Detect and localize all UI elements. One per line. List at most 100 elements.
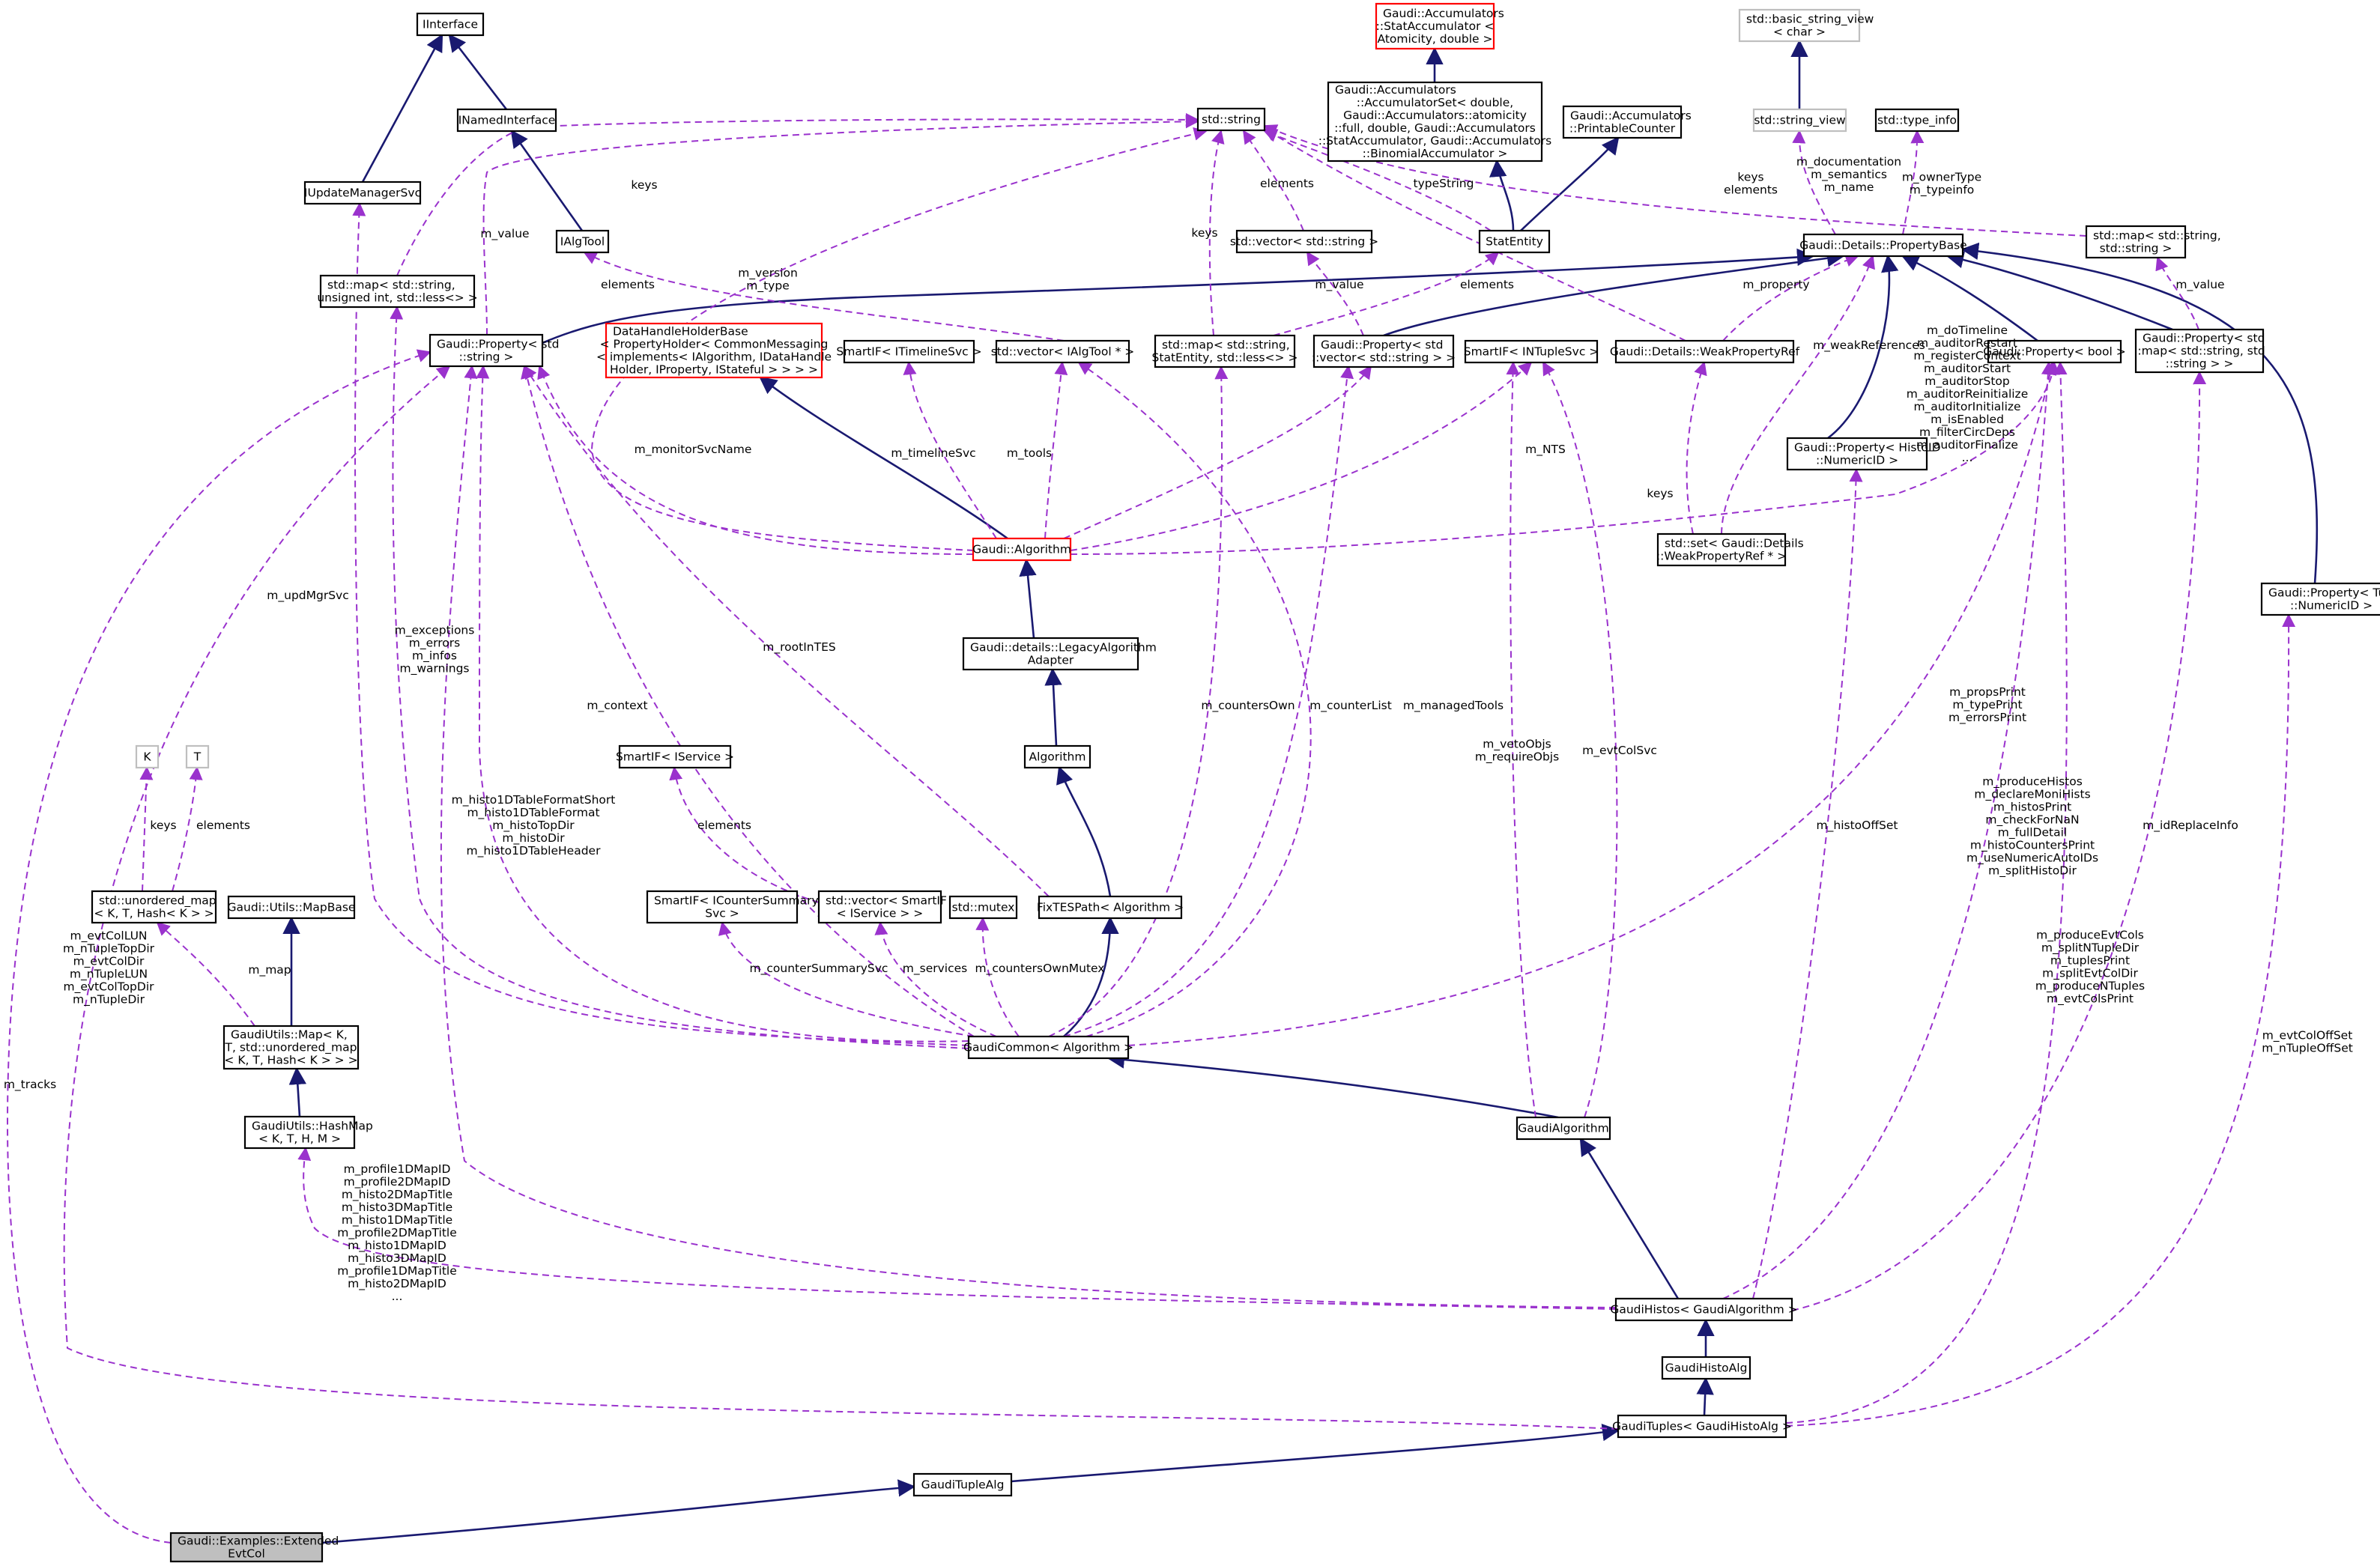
node-type-info[interactable]: std::type_info bbox=[1874, 108, 1960, 133]
node-mapbase[interactable]: Gaudi::Utils::MapBase bbox=[228, 895, 356, 920]
node-label: std::vector< std::string > bbox=[1230, 235, 1378, 249]
node-box bbox=[416, 12, 485, 37]
node-gaudihistoalg[interactable]: GaudiHistoAlg bbox=[1661, 1356, 1751, 1380]
node-box bbox=[995, 339, 1130, 364]
inherit-edge-GaudiAlgorithm-to-GaudiCommon bbox=[1106, 1051, 1559, 1119]
node-gaudihistos[interactable]: GaudiHistos< GaudiAlgorithm > bbox=[1610, 1297, 1798, 1322]
node-label: FixTESPath< Algorithm > bbox=[1037, 901, 1184, 914]
usage-edge-Gaudi_Algorithm-to-SmartIF_INTupleSvc bbox=[1070, 361, 1533, 551]
node-printablecounter[interactable]: Gaudi::Accumulators::PrintableCounter bbox=[1562, 105, 1692, 139]
edge-label-elements-map-statentity: elements bbox=[1460, 278, 1514, 291]
node-smartif-itimelinesvc[interactable]: SmartIF< ITimelineSvc > bbox=[836, 339, 982, 364]
node-property-vector-string[interactable]: Gaudi::Property< std::vector< std::strin… bbox=[1312, 334, 1456, 368]
node-label: Gaudi::Utils::MapBase bbox=[228, 901, 356, 914]
node-box bbox=[1614, 339, 1795, 364]
node-label: StatEntity bbox=[1486, 235, 1543, 249]
node-hashmap[interactable]: GaudiUtils::HashMap< K, T, H, M > bbox=[243, 1115, 373, 1150]
node-datahandleholderbase[interactable]: DataHandleHolderBase< PropertyHolder< Co… bbox=[596, 322, 832, 379]
node-smartif-intuplesvc[interactable]: SmartIF< INTupleSvc > bbox=[1464, 339, 1599, 364]
node-map-string-uint[interactable]: std::map< std::string,unsigned int, std:… bbox=[317, 274, 478, 309]
usage-edge-map_StatEntity-to-StatEntity bbox=[1273, 251, 1500, 336]
usage-edge-GaudiCommon-to-SmartIF_ICounterSummarySvc bbox=[718, 921, 975, 1037]
edge-label-m-countersOwn: m_countersOwn bbox=[1201, 699, 1295, 713]
node-box bbox=[1738, 8, 1861, 43]
node-iinterface[interactable]: IInterface bbox=[416, 12, 485, 37]
node-map-statentity[interactable]: std::map< std::string,StatEntity, std::l… bbox=[1152, 334, 1298, 368]
node-map-string-string[interactable]: std::map< std::string,std::string > bbox=[2085, 225, 2221, 259]
node-gaudiutils-map[interactable]: GaudiUtils::Map< K,T, std::unordered_map… bbox=[222, 1025, 360, 1070]
inherit-edge-IAlgTool-to-INamedInterface bbox=[510, 130, 584, 231]
inherit-edge-INamedInterface-to-IInterface bbox=[448, 34, 508, 110]
node-box bbox=[1515, 1116, 1611, 1141]
node-ialgtool[interactable]: IAlgTool bbox=[555, 229, 610, 254]
usage-edge-map_string_string-to-std_string bbox=[1263, 124, 2087, 237]
node-stataccumulator[interactable]: Gaudi::Accumulators::StatAccumulator <At… bbox=[1375, 2, 1504, 50]
node-gaudialgorithm[interactable]: GaudiAlgorithm bbox=[1515, 1116, 1611, 1141]
usage-edge-GaudiCommon-to-vector_SmartIF_IService bbox=[874, 921, 997, 1037]
edges-layer bbox=[6, 33, 2319, 1544]
node-set-weakpropertyref[interactable]: std::set< Gaudi::Details::WeakPropertyRe… bbox=[1656, 532, 1804, 567]
node-smartif-iservice[interactable]: SmartIF< IService > bbox=[616, 744, 734, 769]
node-inamedinterface[interactable]: INamedInterface bbox=[456, 108, 557, 133]
edge-label-m-weakReferences: m_weakReferences bbox=[1813, 339, 1925, 353]
node-string-view[interactable]: std::string_view bbox=[1752, 108, 1847, 133]
edge-label-typeString: typeString bbox=[1414, 177, 1474, 190]
usage-edge-GaudiTuples-to-Property_string bbox=[63, 365, 1619, 1430]
node-vector-ialgtool[interactable]: std::vector< IAlgTool * > bbox=[991, 339, 1135, 364]
usage-edge-Gaudi_Algorithm-to-std_string bbox=[590, 127, 1208, 551]
node-box bbox=[1987, 339, 2122, 364]
node-property-bool[interactable]: Gaudi::Property< bool > bbox=[1983, 339, 2126, 364]
node-accumulatorset[interactable]: Gaudi::Accumulators::AccumulatorSet< dou… bbox=[1318, 81, 1552, 163]
edge-label-keys-unordered: keys bbox=[150, 819, 176, 832]
node-gaudituplealg[interactable]: GaudiTupleAlg bbox=[912, 1472, 1013, 1497]
node-label: std::unordered_map< K, T, Hash< K > > bbox=[94, 894, 216, 920]
node-t[interactable]: T bbox=[185, 744, 210, 769]
edge-label-m-NTS: m_NTS bbox=[1525, 443, 1566, 457]
node-property-map-string[interactable]: Gaudi::Property< std::map< std::string, … bbox=[2134, 328, 2265, 374]
node-label: Gaudi::Details::PropertyBase bbox=[1799, 239, 1966, 252]
usage-edge-GaudiCommon-to-vector_IAlgTool bbox=[1077, 361, 1312, 1037]
node-fixtespath[interactable]: FixTESPath< Algorithm > bbox=[1037, 895, 1184, 920]
node-box bbox=[1023, 744, 1091, 769]
node-statentity[interactable]: StatEntity bbox=[1478, 229, 1551, 254]
inherit-edge-GaudiTupleAlg-to-GaudiTuples bbox=[1011, 1424, 1620, 1483]
node-vector-string[interactable]: std::vector< std::string > bbox=[1230, 229, 1378, 254]
node-gaudi-algorithm[interactable]: Gaudi::Algorithm bbox=[972, 537, 1072, 562]
node-box bbox=[1656, 532, 1787, 567]
edge-label-m-value-vector-string: m_value bbox=[1315, 278, 1363, 292]
usage-edge-vector_IAlgTool-to-IAlgTool bbox=[583, 252, 1065, 342]
node-vector-smartif-iservice[interactable]: std::vector< SmartIF< IService > > bbox=[817, 890, 947, 924]
node-label: Algorithm bbox=[1029, 750, 1086, 764]
node-gaudituples[interactable]: GaudiTuples< GaudiHistoAlg > bbox=[1612, 1414, 1792, 1439]
node-algorithm[interactable]: Algorithm bbox=[1023, 744, 1091, 769]
node-basic-string-view[interactable]: std::basic_string_view< char > bbox=[1738, 8, 1874, 43]
node-std-string[interactable]: std::string bbox=[1196, 107, 1266, 132]
node-label: T bbox=[193, 750, 202, 764]
node-label: std::mutex bbox=[952, 901, 1015, 914]
node-gaudicommon[interactable]: GaudiCommon< Algorithm > bbox=[963, 1035, 1133, 1060]
node-propertybase[interactable]: Gaudi::Details::PropertyBase bbox=[1799, 233, 1967, 258]
node-unordered-map[interactable]: std::unordered_map< K, T, Hash< K > > bbox=[91, 890, 217, 924]
node-property-histoid[interactable]: Gaudi::Property< HistoID::NumericID > bbox=[1786, 437, 1941, 471]
node-k[interactable]: K bbox=[135, 744, 160, 769]
usage-edge-GaudiHistos-to-HashMap bbox=[297, 1147, 1617, 1310]
node-iupdatemanagersvc[interactable]: IUpdateManagerSvc bbox=[303, 180, 422, 205]
inherit-edge-HashMap-to-GaudiUtils_Map bbox=[288, 1066, 306, 1117]
usage-edge-PropertyBase-to-type_info bbox=[1902, 130, 1925, 235]
node-property-string[interactable]: Gaudi::Property< std::string > bbox=[429, 333, 559, 368]
node-std-mutex[interactable]: std::mutex bbox=[948, 895, 1018, 920]
node-label: std::string bbox=[1202, 113, 1261, 127]
node-property-tupleid[interactable]: Gaudi::Property< TupleID::NumericID > bbox=[2260, 582, 2380, 616]
usage-edge-vector_string-to-std_string bbox=[1243, 130, 1304, 231]
node-weakpropertyref[interactable]: Gaudi::Details::WeakPropertyRef bbox=[1610, 339, 1800, 364]
node-box bbox=[456, 108, 557, 133]
edge-label-m-updMgrSvc: m_updMgrSvc bbox=[267, 589, 348, 603]
node-box bbox=[1375, 2, 1495, 50]
